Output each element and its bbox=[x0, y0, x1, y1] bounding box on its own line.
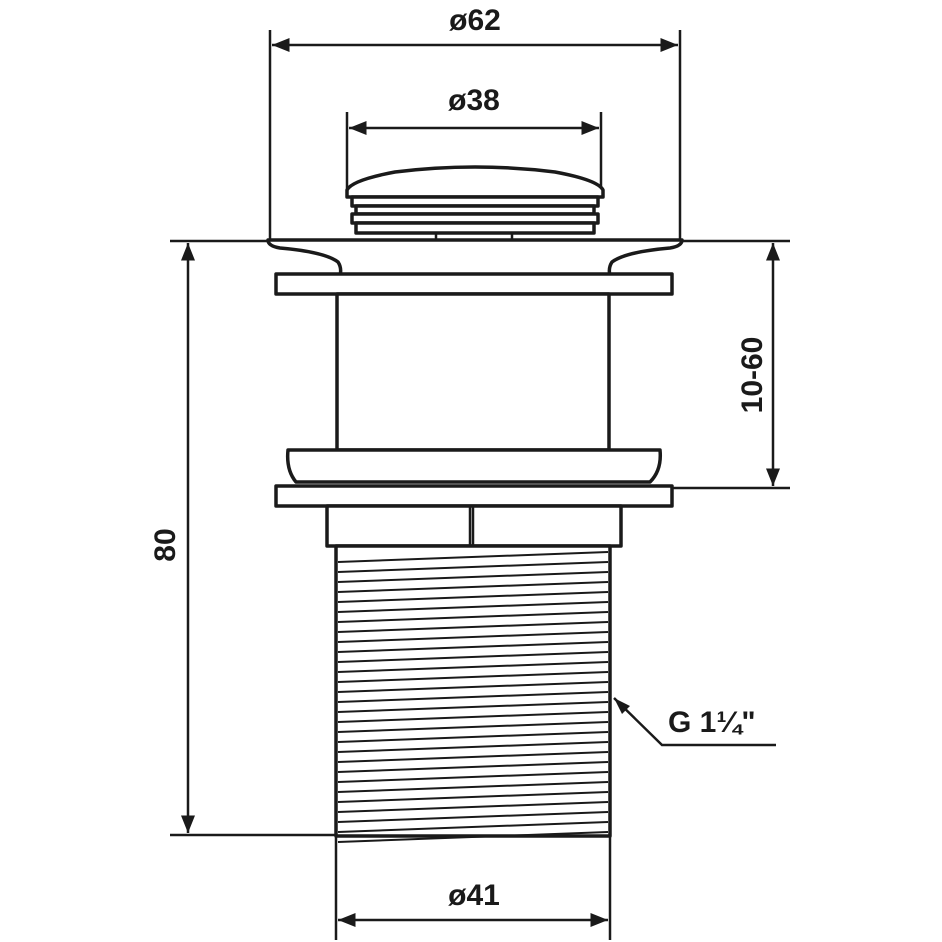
thread-line bbox=[337, 581, 609, 593]
thread-line bbox=[337, 831, 609, 843]
thread-line bbox=[337, 821, 609, 833]
adjustable-body bbox=[335, 292, 611, 452]
threaded-tail bbox=[334, 544, 612, 843]
thread-line bbox=[337, 591, 609, 603]
thread-line bbox=[337, 771, 609, 783]
thread-line bbox=[337, 721, 609, 733]
thread-line bbox=[337, 811, 609, 823]
thread-spec-label: G 1¼" bbox=[668, 706, 756, 739]
thread-line bbox=[337, 751, 609, 763]
thread-line bbox=[337, 631, 609, 643]
thread-line bbox=[337, 681, 609, 693]
cap-diameter-dimension: ø38 bbox=[345, 84, 603, 192]
flange bbox=[170, 238, 790, 278]
thread-line bbox=[337, 761, 609, 773]
thread-line bbox=[337, 731, 609, 743]
thread-diameter-label: ø41 bbox=[448, 879, 500, 912]
thread-line bbox=[337, 611, 609, 623]
thread-line bbox=[337, 661, 609, 673]
thread-line bbox=[337, 641, 609, 653]
thread-line bbox=[337, 741, 609, 753]
thread-line bbox=[337, 801, 609, 813]
flange-diameter-dimension: ø62 bbox=[268, 4, 682, 245]
thread-lines bbox=[337, 551, 609, 843]
adjustable-range-label: 10-60 bbox=[736, 337, 769, 414]
adjustable-range-dimension: 10-60 bbox=[672, 243, 790, 490]
thread-line bbox=[337, 621, 609, 633]
locking-nut bbox=[285, 448, 663, 484]
thread-spec-callout: G 1¼" bbox=[613, 697, 776, 747]
lower-washer bbox=[274, 484, 674, 508]
thread-line bbox=[337, 651, 609, 663]
hex-coupling bbox=[325, 504, 623, 548]
thread-line bbox=[337, 671, 609, 683]
thread-line bbox=[337, 601, 609, 613]
thread-line bbox=[337, 571, 609, 583]
thread-diameter-dimension: ø41 bbox=[334, 836, 612, 940]
total-height-label: 80 bbox=[149, 528, 182, 561]
total-height-dimension: 80 bbox=[149, 243, 336, 837]
thread-line bbox=[337, 551, 609, 563]
upper-washer bbox=[274, 272, 674, 296]
thread-line bbox=[337, 691, 609, 703]
flange-diameter-label: ø62 bbox=[449, 4, 501, 37]
thread-line bbox=[337, 791, 609, 803]
thread-line bbox=[337, 781, 609, 793]
cap-diameter-label: ø38 bbox=[448, 84, 500, 117]
thread-line bbox=[337, 711, 609, 723]
thread-line bbox=[337, 561, 609, 573]
thread-line bbox=[337, 701, 609, 713]
cap bbox=[345, 165, 605, 240]
